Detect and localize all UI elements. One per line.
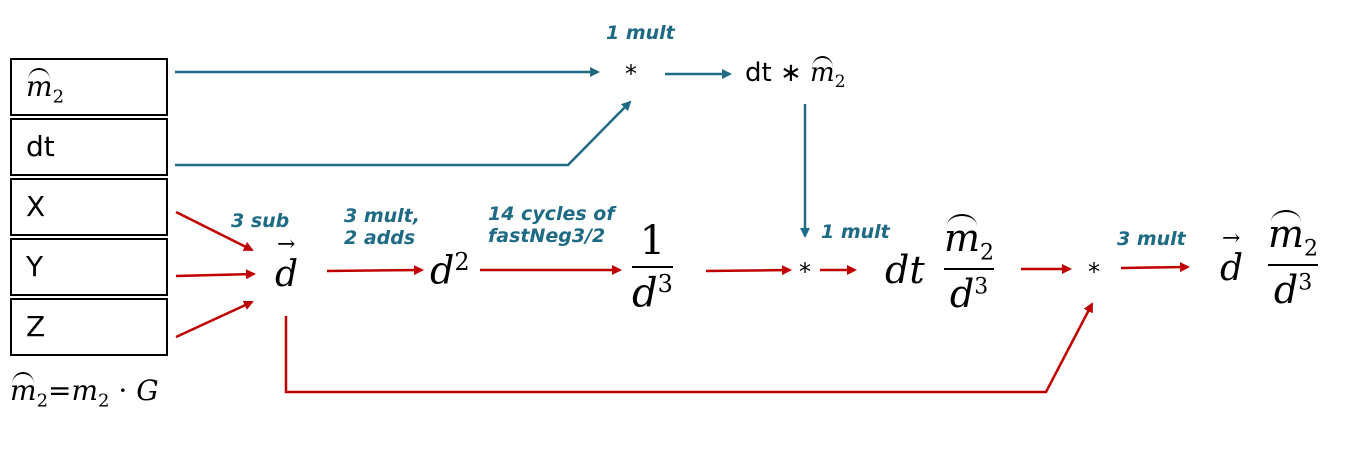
node-result-vec-d: d xyxy=(1220,226,1243,289)
arrow-y-to-d xyxy=(175,269,256,280)
arrow-z-to-d xyxy=(175,300,254,339)
arrow-dt-to-mult xyxy=(175,100,632,167)
annot-3-sub: 3 sub xyxy=(231,210,290,232)
definition-m2-hat: m2=m2 · G xyxy=(10,372,159,412)
op-mult-right: * xyxy=(1088,258,1100,286)
node-dt-times-m2: dt ∗ m2 xyxy=(745,56,846,93)
annot-3-mult-2-adds: 3 mult, 2 adds xyxy=(344,205,420,249)
annot-3-mult-right: 3 mult xyxy=(1117,228,1186,250)
input-m2-hat-cell: m2 xyxy=(10,58,168,116)
input-x-cell: X xyxy=(10,178,168,236)
input-x-label: X xyxy=(26,190,46,223)
op-mult-top: * xyxy=(625,60,637,88)
node-m2-over-d3: m2 d3 xyxy=(944,214,995,316)
node-d-squared: d2 xyxy=(430,248,470,293)
annot-1-mult-top: 1 mult xyxy=(606,22,675,44)
input-y-label: Y xyxy=(26,250,44,283)
input-dt-cell: dt xyxy=(10,118,168,176)
arrow-mult-to-result xyxy=(1120,262,1190,273)
arrow-x-to-d xyxy=(175,210,254,252)
arrow-inv-to-mult xyxy=(705,265,792,276)
annot-1-mult-mid: 1 mult xyxy=(821,221,890,243)
arrow-d-to-dsq xyxy=(326,265,424,276)
annot-14-cycles: 14 cycles of fastNeg3/2 xyxy=(488,203,615,247)
node-result-m2-over-d3: m2 d3 xyxy=(1268,210,1319,312)
input-m2-hat-label: m2 xyxy=(26,68,65,108)
input-z-label: Z xyxy=(26,310,46,343)
input-dt-label: dt xyxy=(26,130,55,163)
node-inv-d-cubed: 1 d3 xyxy=(632,218,673,317)
op-mult-mid: * xyxy=(799,258,811,286)
input-z-cell: Z xyxy=(10,298,168,356)
arrow-d-bypass xyxy=(284,302,1094,394)
input-y-cell: Y xyxy=(10,238,168,296)
node-dt-label: dt xyxy=(885,248,925,292)
node-vec-d: d xyxy=(275,232,298,295)
